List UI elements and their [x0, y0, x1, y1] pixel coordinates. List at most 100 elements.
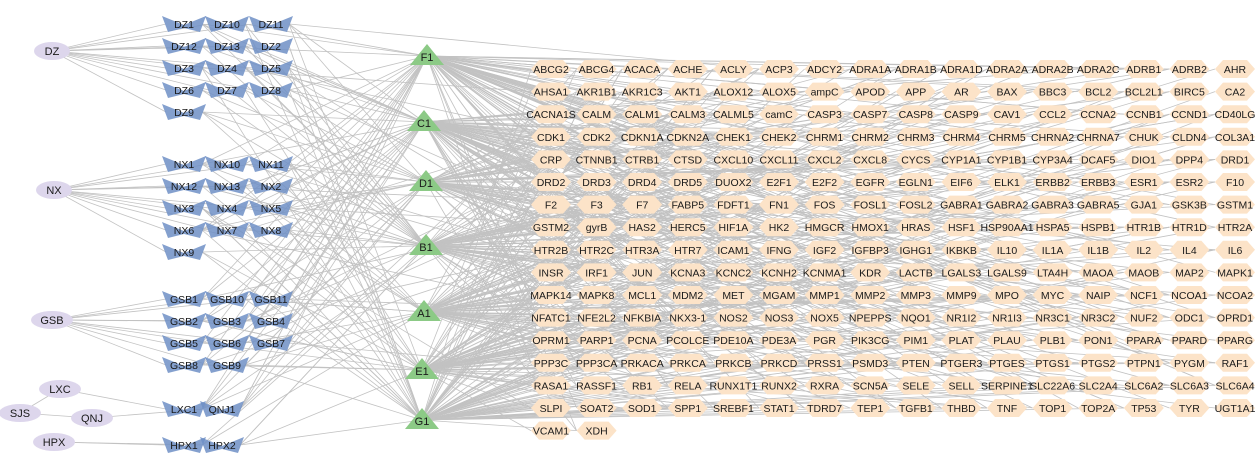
target-node: PCNA: [622, 331, 663, 350]
target-node: DUOX2: [713, 173, 754, 191]
ingredient-node: GSB8: [162, 357, 206, 373]
node-label: HTR2B: [534, 245, 568, 257]
edge: [201, 163, 427, 247]
ingredient-node: GSB2: [162, 313, 206, 329]
node-label: E2F2: [812, 177, 837, 189]
target-node: CALML5: [713, 105, 754, 124]
ingredient-node: DZ7: [205, 82, 249, 98]
target-node: TNF: [987, 399, 1027, 417]
edge: [423, 311, 714, 364]
target-node: CAV1: [987, 105, 1027, 124]
target-node: IL1A: [1032, 240, 1073, 259]
target-node: COL3A1: [1215, 127, 1255, 146]
cluster-node: C1: [407, 110, 441, 131]
edge: [425, 181, 532, 364]
edge: [288, 55, 428, 91]
target-node: CXCL11: [759, 150, 799, 169]
node-label: QNJ: [81, 413, 103, 425]
edge: [244, 364, 423, 371]
node-label: PTGES: [989, 358, 1025, 370]
target-node: PPARD: [1169, 331, 1210, 350]
target-node: CYP1B1: [987, 150, 1027, 169]
node-label: DIO1: [1132, 154, 1157, 166]
node-label: ADRB1: [1126, 64, 1161, 76]
node-label: F3: [590, 200, 602, 212]
node-label: ampC: [811, 87, 839, 99]
edge: [51, 50, 254, 69]
edge: [425, 181, 1170, 386]
target-node: CXCL2: [804, 150, 845, 169]
node-label: DZ6: [174, 85, 194, 97]
ingredient-node: HPX1: [162, 437, 206, 453]
node-label: APP: [905, 87, 926, 99]
node-label: NX6: [174, 225, 195, 237]
ingredient-node: GSB5: [162, 335, 206, 351]
target-node: DRD4: [622, 173, 663, 191]
edge: [421, 369, 532, 409]
node-label: MMP3: [901, 290, 931, 302]
node-label: KCNA3: [670, 267, 705, 279]
target-node: RASA1: [531, 376, 571, 395]
edge: [425, 181, 1216, 251]
ingredient-node: NX4: [205, 200, 249, 216]
node-label: DZ7: [217, 85, 237, 97]
target-node: STAT1: [759, 399, 799, 417]
target-node: PRKACA: [621, 353, 664, 372]
herb-node: HPX: [33, 433, 75, 451]
target-node: HSF1: [941, 218, 982, 237]
node-label: IRF1: [585, 267, 608, 279]
node-label: MAOB: [1128, 267, 1159, 279]
node-label: CHRNA7: [1077, 132, 1120, 144]
ingredient-node: DZ6: [162, 82, 206, 98]
target-node: LGALS3: [941, 263, 981, 282]
node-label: SLC6A2: [1124, 380, 1163, 392]
target-node: NR1I3: [987, 308, 1027, 327]
target-node: FOSL2: [895, 195, 936, 214]
target-node: E2F2: [804, 173, 845, 191]
node-label: PYGM: [1174, 358, 1205, 370]
herb-node: NX: [36, 181, 72, 199]
target-node: PGR: [804, 331, 845, 350]
target-node: SLC2A4: [1078, 376, 1119, 395]
node-label: PPARG: [1217, 335, 1253, 347]
node-label: CCNA2: [1080, 109, 1116, 121]
edge: [244, 55, 428, 322]
node-label: MAOA: [1083, 267, 1114, 279]
node-label: COL3A1: [1215, 132, 1255, 144]
target-node: CHEK2: [759, 127, 799, 146]
target-node: MMP1: [804, 286, 845, 304]
target-node: DRD1: [1215, 150, 1255, 169]
node-label: DRD4: [628, 177, 657, 189]
edge: [201, 311, 425, 446]
target-node: AKR1B1: [576, 82, 617, 101]
node-label: PCOLCE: [666, 335, 709, 347]
node-label: XDH: [586, 426, 608, 438]
target-node: ACACA: [622, 60, 663, 78]
node-label: CHEK1: [716, 132, 751, 144]
target-node: DIO1: [1123, 150, 1164, 169]
target-node: JUN: [622, 263, 663, 282]
target-node: CDKN1A: [621, 127, 664, 146]
target-node: GJA1: [1123, 195, 1164, 214]
node-label: GSB: [40, 315, 63, 327]
node-label: THBD: [947, 403, 976, 415]
target-node: UGT1A1: [1215, 399, 1256, 417]
node-label: PIM1: [904, 335, 929, 347]
edge: [426, 55, 988, 228]
target-node: ABCG2: [531, 60, 571, 78]
target-node: HIF1A: [713, 218, 754, 237]
node-label: NX11: [258, 159, 284, 171]
target-node: HSPB1: [1078, 218, 1119, 237]
edge: [53, 189, 254, 209]
node-label: CASP9: [944, 109, 979, 121]
edge: [421, 385, 988, 421]
edge: [201, 55, 428, 366]
edge: [51, 319, 167, 366]
node-label: CACNA1S: [526, 109, 576, 121]
node-label: GSB1: [170, 294, 198, 306]
node-label: TDRD7: [807, 403, 842, 415]
edge: [201, 68, 760, 344]
edge: [244, 55, 428, 231]
target-node: HTR2A: [1215, 218, 1255, 237]
edge: [421, 385, 532, 421]
